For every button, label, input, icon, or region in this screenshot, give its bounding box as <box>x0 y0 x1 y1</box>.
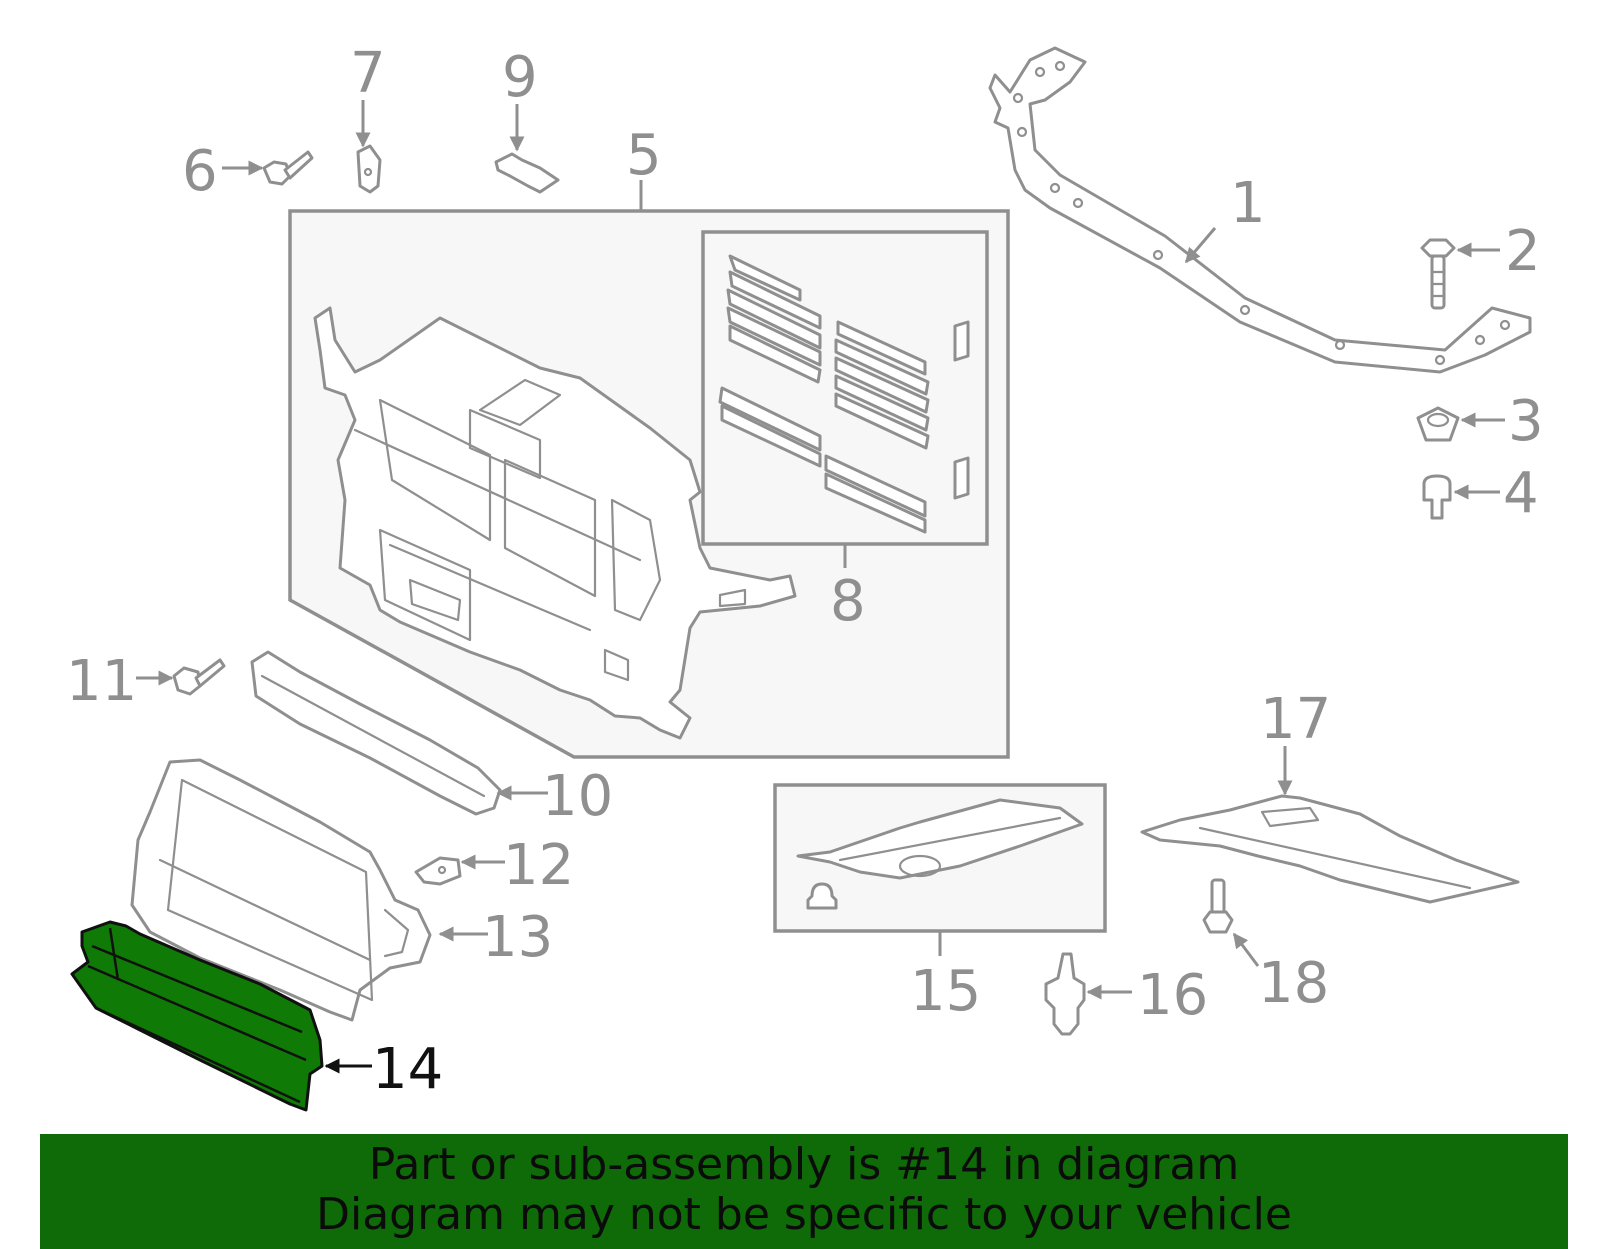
part-7-bracket <box>356 144 382 194</box>
part-6-bolt <box>262 150 314 186</box>
callout-14: 14 <box>372 1037 443 1102</box>
part-9-clip <box>494 152 560 194</box>
banner-line-1: Part or sub-assembly is #14 in diagram <box>368 1139 1240 1190</box>
callout-6: 6 <box>182 139 218 204</box>
part-11-bolt <box>172 658 226 696</box>
callout-13: 13 <box>482 905 553 970</box>
part-16-push-pin <box>1044 952 1086 1036</box>
part-15-splash-shield <box>796 798 1084 910</box>
part-2-bolt <box>1420 238 1456 310</box>
callout-9: 9 <box>502 45 538 110</box>
part-5-radiator-support <box>313 306 797 740</box>
part-13-grille-shroud <box>130 758 432 1022</box>
callout-5: 5 <box>626 123 662 188</box>
callout-1: 1 <box>1230 171 1266 236</box>
part-8-grille-shutter <box>718 254 970 534</box>
callout-16: 16 <box>1137 963 1208 1028</box>
callout-8: 8 <box>830 569 866 634</box>
callout-10: 10 <box>542 764 613 829</box>
callout-2: 2 <box>1505 219 1541 284</box>
part-12-bracket <box>414 856 462 886</box>
callout-3: 3 <box>1508 389 1544 454</box>
callout-7: 7 <box>350 41 386 106</box>
callout-17: 17 <box>1260 687 1331 752</box>
callout-11: 11 <box>66 649 137 714</box>
callout-15: 15 <box>910 959 981 1024</box>
part-3-nut <box>1416 406 1460 442</box>
info-banner: Part or sub-assembly is #14 in diagram D… <box>40 1134 1568 1249</box>
callout-12: 12 <box>503 833 574 898</box>
part-14-air-deflector <box>70 920 324 1112</box>
part-17-under-cover <box>1140 794 1520 904</box>
banner-line-2: Diagram may not be specific to your vehi… <box>316 1189 1292 1240</box>
callout-18: 18 <box>1258 951 1329 1016</box>
part-4-clip <box>1422 474 1452 520</box>
part-1-upper-support <box>988 46 1532 374</box>
callout-4: 4 <box>1503 461 1539 526</box>
part-18-bolt <box>1202 878 1234 934</box>
